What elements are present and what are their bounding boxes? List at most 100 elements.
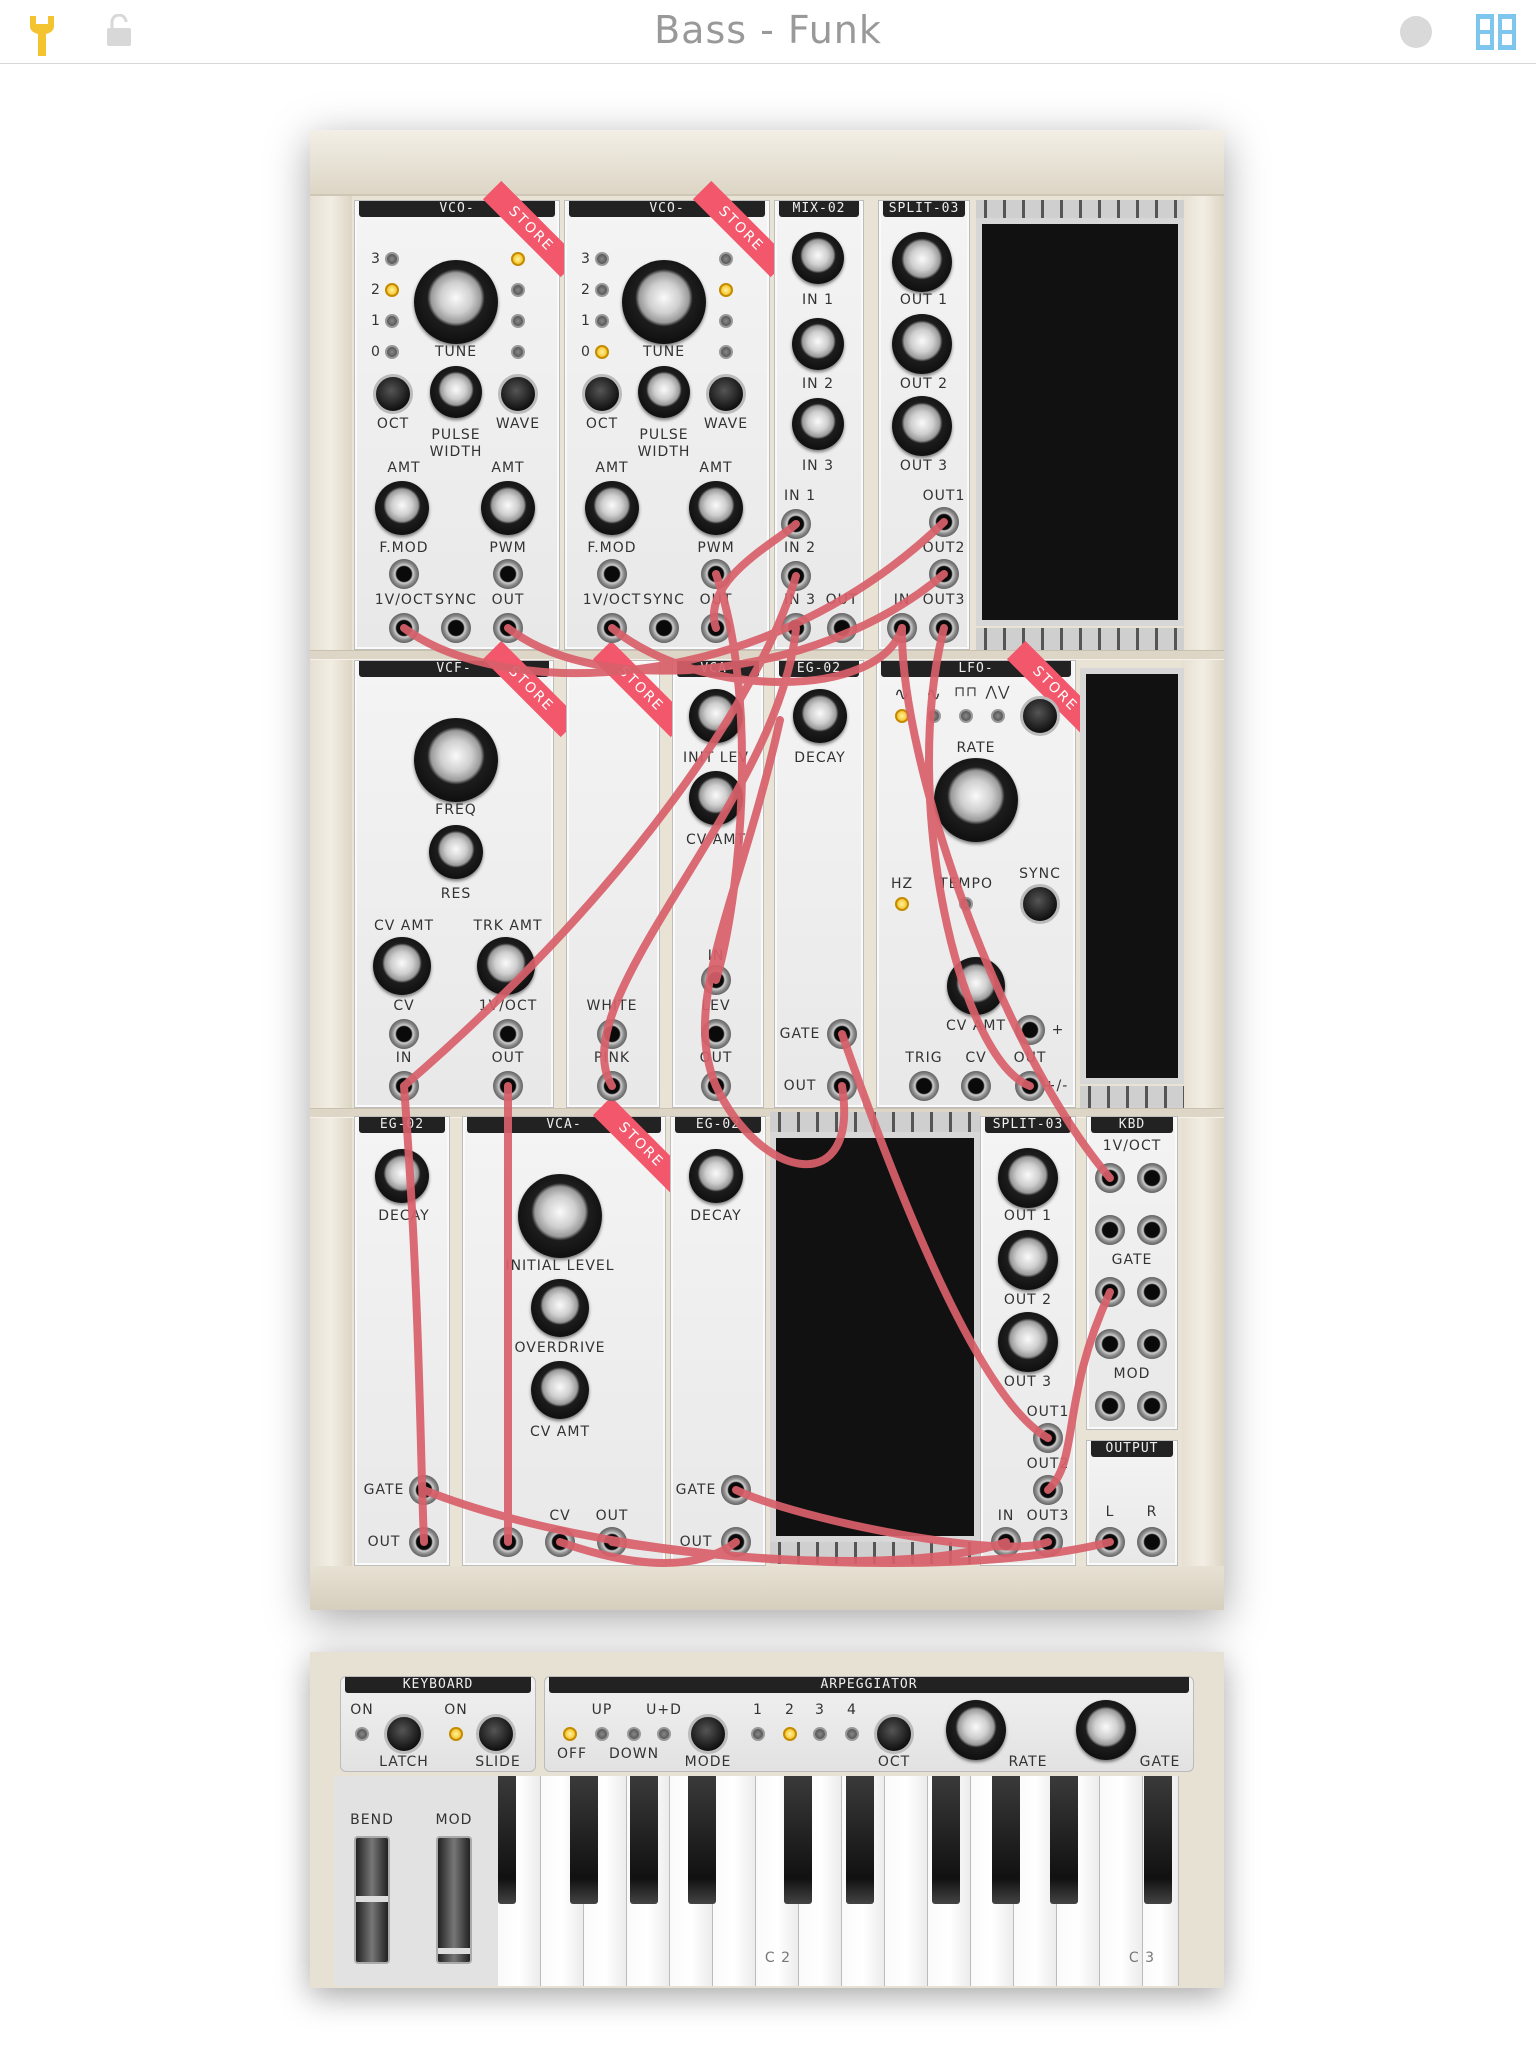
oct-led-0[interactable] [385,345,399,359]
pitch-bend-wheel[interactable] [354,1836,390,1964]
piano-key[interactable] [1014,1776,1057,1986]
mix-level-knob-1[interactable] [792,232,844,284]
oct-button[interactable] [582,374,622,414]
in1-jack[interactable] [781,509,811,539]
latch-button[interactable] [384,1714,424,1754]
pwm-jack[interactable] [701,559,731,589]
right-output-jack[interactable] [1137,1527,1167,1557]
piano-black-key[interactable] [1144,1776,1172,1904]
mod-jack-1[interactable] [1095,1391,1125,1421]
out-jack[interactable] [721,1527,751,1557]
in2-jack[interactable] [781,561,811,591]
trig-jack[interactable] [909,1071,939,1101]
oct-button[interactable] [373,374,413,414]
mix-level-knob-3[interactable] [792,398,844,450]
lfo-wave-led-3[interactable] [959,709,973,723]
sync-button[interactable] [1020,884,1060,924]
v-oct-jack-1[interactable] [1095,1163,1125,1193]
lock-icon[interactable] [104,14,134,48]
fmod-jack[interactable] [389,559,419,589]
left-output-jack[interactable] [1095,1527,1125,1557]
gate-jack[interactable] [721,1475,751,1505]
in-jack[interactable] [493,1527,523,1557]
wave-led-pulse[interactable] [719,283,733,297]
lfo-wave-button[interactable] [1020,696,1060,736]
in-jack[interactable] [887,613,917,643]
fmod-jack[interactable] [597,559,627,589]
cv-jack[interactable] [545,1527,575,1557]
wave-button[interactable] [706,374,746,414]
arp-down-led[interactable] [627,1727,641,1741]
split-knob-2[interactable] [998,1230,1058,1290]
cv-jack[interactable] [961,1071,991,1101]
arp-oct-led-3[interactable] [813,1727,827,1741]
in3-jack[interactable] [781,613,811,643]
lfo-wave-led-2[interactable] [927,709,941,723]
arp-off-led[interactable] [563,1727,577,1741]
tune-knob[interactable] [414,260,498,344]
trk-amount-knob[interactable] [477,937,535,995]
bipolar-out-jack[interactable] [1015,1071,1045,1101]
split-knob-2[interactable] [892,314,952,374]
cv-amount-knob[interactable] [373,937,431,995]
cv-amount-knob[interactable] [531,1361,589,1419]
in-jack[interactable] [389,1071,419,1101]
overdrive-knob[interactable] [531,1279,589,1337]
split-knob-3[interactable] [892,396,952,456]
cv-amount-knob[interactable] [947,957,1005,1015]
out-jack[interactable] [493,1071,523,1101]
v-oct-jack-3[interactable] [1095,1215,1125,1245]
in-jack[interactable] [991,1527,1021,1557]
piano-black-key[interactable] [992,1776,1020,1904]
arp-mode-button[interactable] [688,1714,728,1754]
arp-oct-led-4[interactable] [845,1727,859,1741]
piano-black-key[interactable] [688,1776,716,1904]
record-icon[interactable] [1400,16,1432,48]
cv-amount-knob[interactable] [689,771,743,825]
slide-button[interactable] [476,1714,516,1754]
piano-black-key[interactable] [570,1776,598,1904]
out2-jack[interactable] [929,559,959,589]
piano-black-key[interactable] [630,1776,658,1904]
rate-knob[interactable] [934,758,1018,842]
out-jack[interactable] [409,1527,439,1557]
wave-led-saw[interactable] [511,252,525,266]
arp-oct-led-1[interactable] [751,1727,765,1741]
decay-knob[interactable] [793,689,847,743]
gate-jack[interactable] [827,1019,857,1049]
mod-wheel[interactable] [436,1836,472,1964]
out-jack[interactable] [493,613,523,643]
init-level-knob[interactable] [689,689,743,743]
out-jack[interactable] [701,613,731,643]
v-oct-jack[interactable] [597,613,627,643]
arp-ud-led[interactable] [657,1727,671,1741]
cv-jack[interactable] [389,1019,419,1049]
wave-led-sine[interactable] [511,345,525,359]
oct-led-1[interactable] [595,314,609,328]
piano-black-key[interactable] [932,1776,960,1904]
split-knob-3[interactable] [998,1312,1058,1372]
out-jack[interactable] [701,1071,731,1101]
wave-led-pulse[interactable] [511,283,525,297]
v-oct-jack-4[interactable] [1137,1215,1167,1245]
arp-rate-knob[interactable] [946,1700,1006,1760]
gate-jack-2[interactable] [1137,1277,1167,1307]
wave-led-sine[interactable] [719,345,733,359]
fmod-amount-knob[interactable] [375,481,429,535]
out-jack[interactable] [827,613,857,643]
mix-level-knob-2[interactable] [792,318,844,370]
piano-black-key[interactable] [498,1776,516,1904]
oct-led-0[interactable] [595,345,609,359]
latch-led[interactable] [355,1727,369,1741]
tune-knob[interactable] [622,260,706,344]
pink-jack[interactable] [597,1071,627,1101]
oct-led-3[interactable] [385,252,399,266]
lev-jack[interactable] [701,1019,731,1049]
initial-level-knob[interactable] [518,1174,602,1258]
v-oct-jack[interactable] [389,613,419,643]
wave-led-saw[interactable] [719,252,733,266]
wave-button[interactable] [498,374,538,414]
v-oct-jack-2[interactable] [1137,1163,1167,1193]
lfo-wave-led-4[interactable] [991,709,1005,723]
wave-led-tri[interactable] [719,314,733,328]
